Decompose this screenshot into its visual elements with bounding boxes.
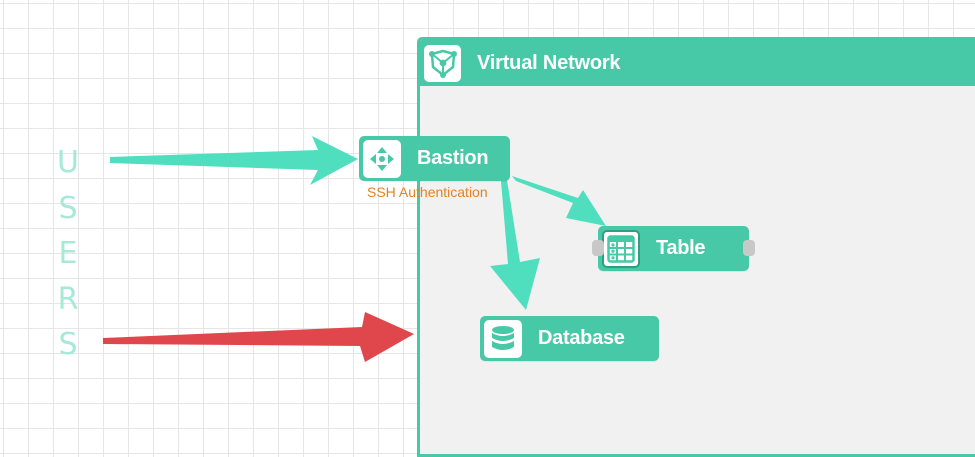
connection-arrows xyxy=(103,136,606,362)
arrow-users-to-bastion[interactable] xyxy=(110,136,358,185)
input-port[interactable] xyxy=(592,240,604,256)
arrow-users-blocked[interactable] xyxy=(103,312,414,362)
virtual-network-title: Virtual Network xyxy=(477,51,621,74)
database-node[interactable]: Database xyxy=(480,316,659,361)
table-icon xyxy=(602,229,640,268)
database-label: Database xyxy=(538,327,625,349)
output-port[interactable] xyxy=(743,240,755,256)
ssh-authentication-label: SSH Authentication xyxy=(367,184,488,200)
users-letter: U xyxy=(57,145,79,180)
bastion-label: Bastion xyxy=(417,147,489,169)
database-icon xyxy=(484,319,522,358)
table-node[interactable]: Table xyxy=(592,226,755,271)
network-icon xyxy=(424,44,461,82)
arrow-bastion-to-table[interactable] xyxy=(512,176,606,226)
arrow-bastion-to-database[interactable] xyxy=(490,180,540,310)
bastion-node[interactable]: Bastion xyxy=(359,136,510,181)
users-letter: R xyxy=(57,281,79,317)
users-letter: E xyxy=(58,236,78,271)
bastion-icon xyxy=(363,139,401,178)
users-letter: S xyxy=(58,190,78,226)
users-letter: S xyxy=(58,327,78,362)
table-label: Table xyxy=(656,237,706,259)
users-label: U S E R S xyxy=(48,140,88,368)
virtual-network-header[interactable]: Virtual Network xyxy=(420,40,975,86)
